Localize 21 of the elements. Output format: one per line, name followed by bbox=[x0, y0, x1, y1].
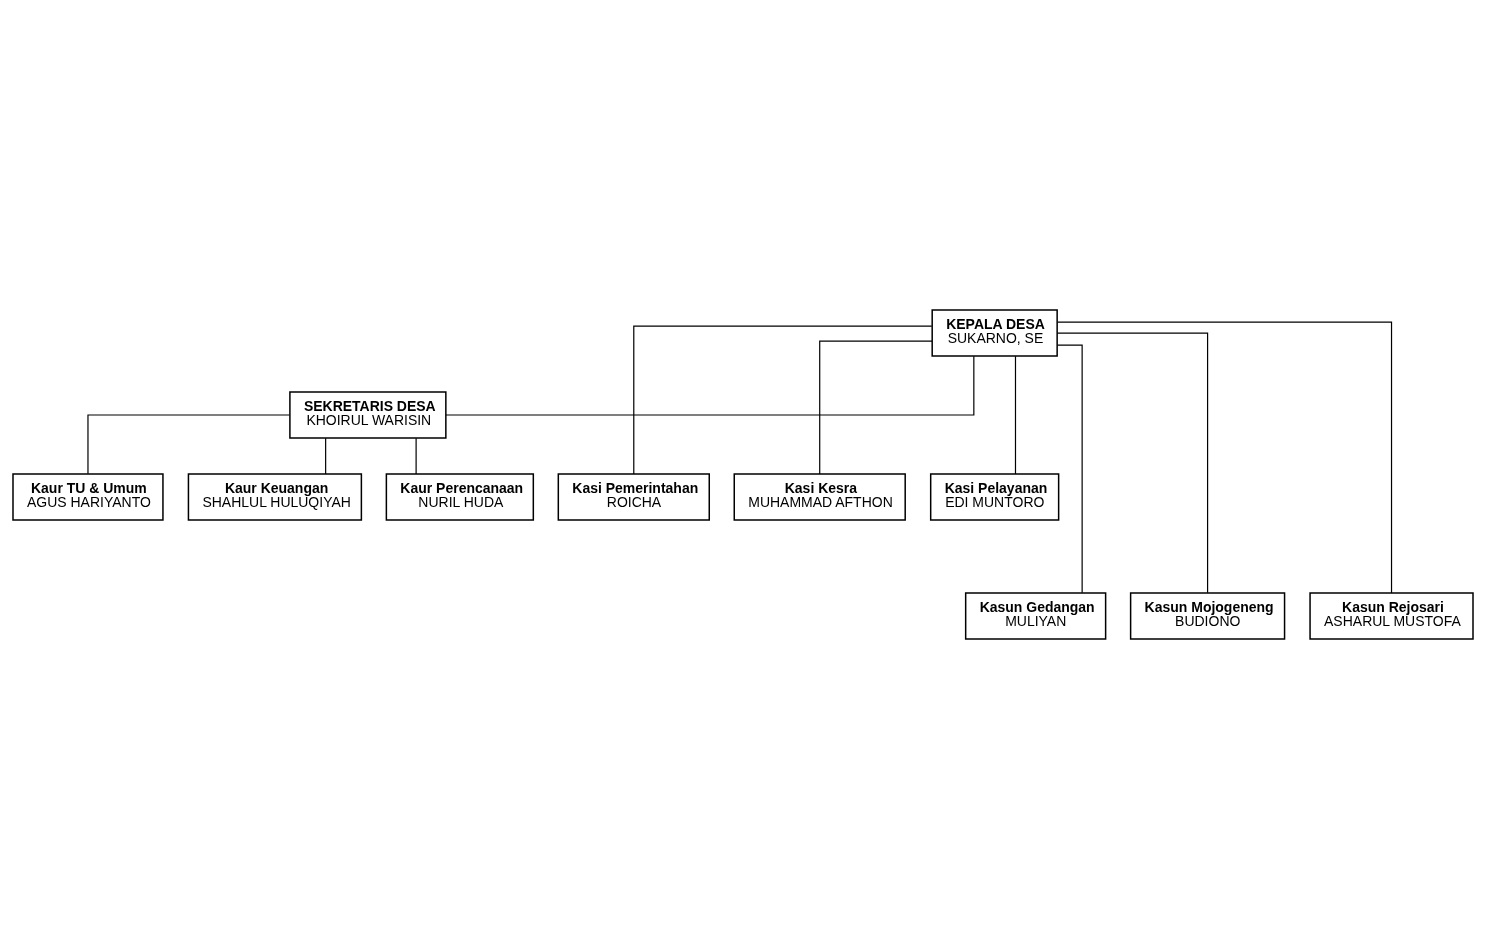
connector bbox=[632, 325, 932, 475]
connector bbox=[324, 437, 326, 475]
connector bbox=[1056, 344, 1083, 594]
node-box: Kasun Gedangan MULIYAN bbox=[964, 592, 1106, 640]
node-box: SEKRETARIS DESA KHOIRUL WARISIN bbox=[288, 391, 447, 439]
node-box: Kasun Mojogeneng BUDIONO bbox=[1129, 592, 1285, 640]
connector bbox=[415, 437, 417, 475]
connector bbox=[86, 414, 290, 475]
node-box: Kasi Kesra MUHAMMAD AFTHON bbox=[733, 473, 906, 521]
node-box: Kasi Pemerintahan ROICHA bbox=[557, 473, 710, 521]
node-box: Kaur Keuangan SHAHLUL HULUQIYAH bbox=[187, 473, 362, 521]
node-box: KEPALA DESA SUKARNO, SE bbox=[930, 309, 1058, 357]
connector bbox=[818, 340, 933, 475]
connector bbox=[1014, 355, 1016, 475]
connector bbox=[1056, 332, 1208, 594]
node-box: Kasi Pelayanan EDI MUNTORO bbox=[929, 473, 1059, 521]
node-box: Kasun Rejosari ASHARUL MUSTOFA bbox=[1308, 592, 1474, 640]
connector bbox=[444, 355, 974, 416]
node-box: Kaur TU & Umum AGUS HARIYANTO bbox=[11, 473, 164, 521]
connector bbox=[1056, 321, 1392, 594]
node-box: Kaur Perencanaan NURIL HUDA bbox=[385, 473, 534, 521]
